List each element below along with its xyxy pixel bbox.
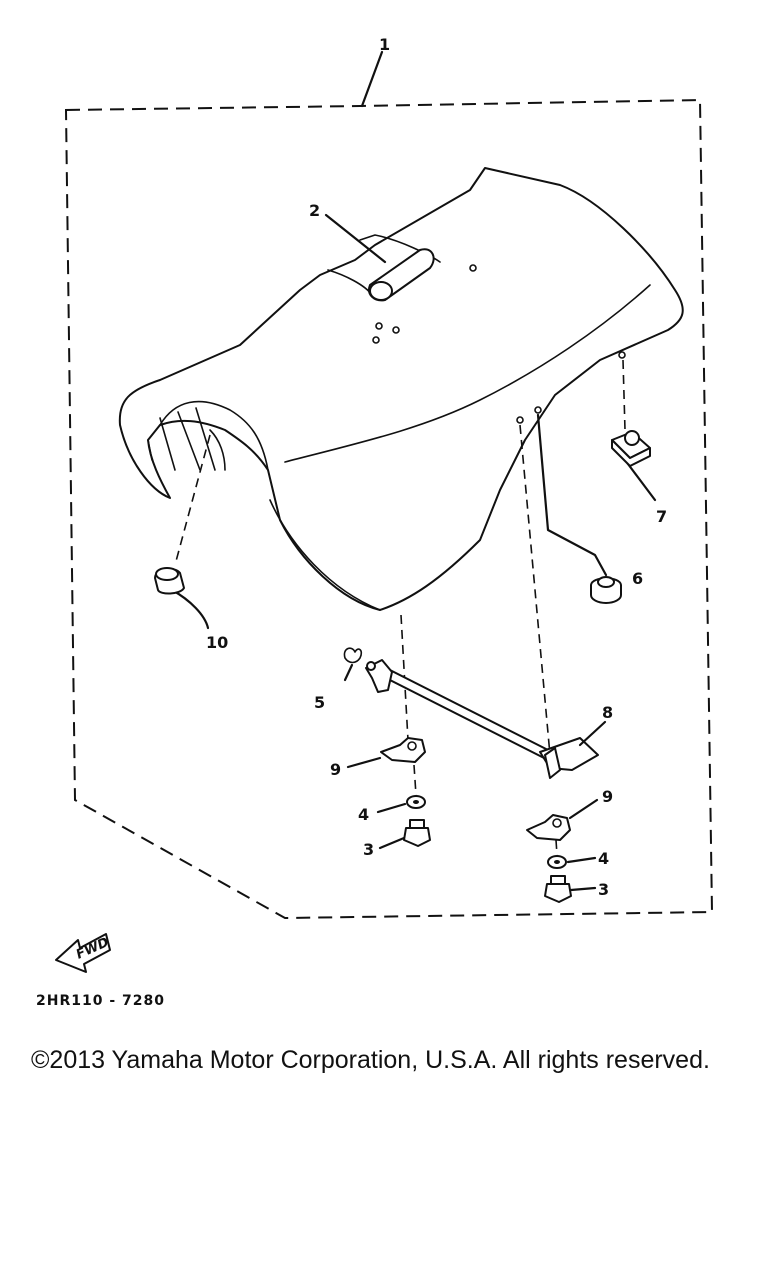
- leader-9a: [346, 756, 382, 769]
- leader-9b: [568, 798, 599, 820]
- guide-line-center: [519, 424, 551, 756]
- callout-3a: 3: [363, 840, 374, 859]
- callout-4b: 4: [598, 849, 609, 868]
- callout-10: 10: [206, 633, 228, 652]
- guide-line-right: [622, 359, 626, 431]
- callout-9b: 9: [602, 787, 613, 806]
- callout-2: 2: [309, 201, 320, 220]
- part-9-bracket-right: [526, 814, 571, 841]
- leader-3b: [569, 886, 597, 892]
- part-9-bracket-left: [380, 737, 426, 763]
- guide-line-left-lower: [413, 764, 417, 796]
- part-10-grommet: [154, 567, 185, 595]
- part-8-lock-rod: [365, 659, 599, 779]
- leader-3a: [378, 836, 406, 850]
- seat-part: [118, 167, 684, 611]
- part-5-spring: [343, 647, 363, 682]
- leader-4a: [376, 802, 407, 814]
- callout-3b: 3: [598, 880, 609, 899]
- fwd-arrow-icon: FWD: [55, 933, 111, 973]
- leader-10: [170, 588, 210, 630]
- assembly-boundary: [64, 98, 714, 920]
- part-3-bolt-left: [403, 819, 431, 847]
- copyright-notice: ©2013 Yamaha Motor Corporation, U.S.A. A…: [31, 1046, 710, 1074]
- leader-6: [536, 413, 608, 577]
- callout-5: 5: [314, 693, 325, 712]
- leader-2: [324, 213, 387, 264]
- exploded-parts-diagram: 1 2 7 6 10 5 8 9 9 4 4 3 3 FWD: [55, 35, 714, 973]
- callout-6: 6: [632, 569, 643, 588]
- callout-7: 7: [656, 507, 667, 526]
- part-4-washer-right: [547, 855, 567, 869]
- part-7-clip-nut: [611, 430, 651, 467]
- leader-8: [578, 720, 607, 747]
- leader-4b: [566, 856, 597, 864]
- callout-9a: 9: [330, 760, 341, 779]
- guide-line-front: [174, 434, 211, 566]
- part-3-bolt-right: [544, 875, 572, 903]
- part-code: 2HR110 - 7280: [36, 993, 165, 1009]
- guide-line-right-lower: [555, 839, 558, 856]
- callout-8: 8: [602, 703, 613, 722]
- callout-4a: 4: [358, 805, 369, 824]
- part-4-washer-left: [406, 795, 426, 809]
- leader-1: [360, 50, 384, 108]
- callout-1: 1: [379, 35, 390, 54]
- part-6-grommet: [590, 576, 622, 604]
